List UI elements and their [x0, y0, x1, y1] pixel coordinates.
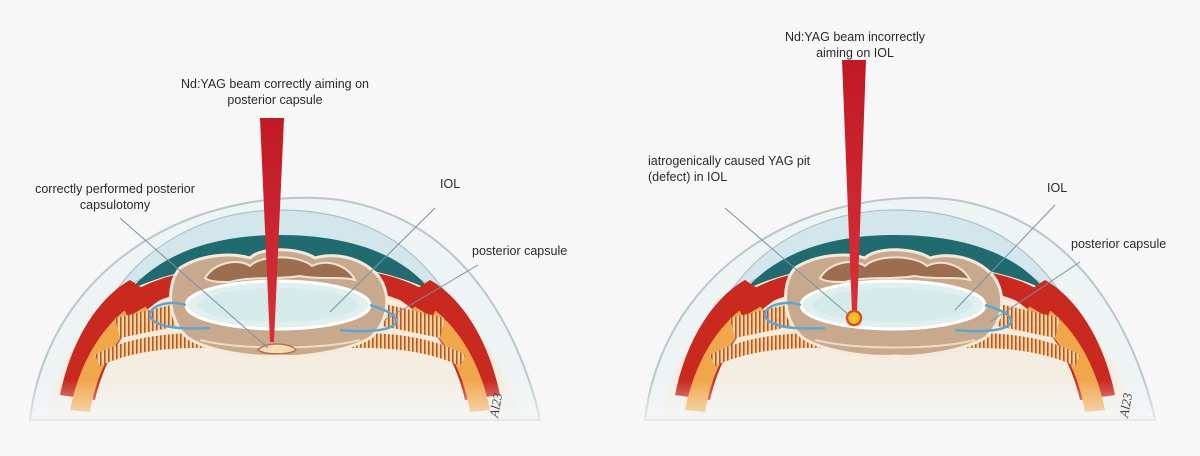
right-result-label: iatrogenically caused YAG pit (defect) i… — [648, 153, 810, 185]
right-capsule-label: posterior capsule — [1071, 237, 1167, 251]
left-iol-label: IOL — [440, 177, 461, 191]
left-beam-label: Nd:YAG beam correctly aiming on posterio… — [170, 76, 380, 108]
right-eye — [613, 60, 1177, 442]
left-beam-label-line1: Nd:YAG beam correctly aiming on — [180, 77, 370, 91]
right-beam-label-line2: aiming on IOL — [816, 46, 894, 60]
leader-capsule-right — [989, 261, 1081, 323]
left-result-label-line1: correctly performed posterior — [35, 182, 195, 196]
signature-right: Al23 — [1116, 391, 1135, 419]
right-iol-label: IOL — [1047, 181, 1068, 195]
left-capsule-label: posterior capsule — [472, 244, 568, 258]
left-result-label-line2: capsulotomy — [79, 198, 151, 212]
signature-left: Al23 — [486, 391, 505, 419]
leader-capsulotomy — [119, 217, 269, 349]
leader-capsule-left — [384, 264, 479, 321]
left-result-label: correctly performed posterior capsulotom… — [20, 181, 210, 213]
right-beam-label: Nd:YAG beam incorrectly aiming on IOL — [770, 29, 940, 61]
nd-yag-beam-left — [260, 118, 284, 342]
left-eye — [0, 118, 562, 442]
right-result-label-line1: iatrogenically caused YAG pit — [648, 154, 811, 168]
right-result-label-line2: (defect) in IOL — [648, 170, 728, 184]
leader-iol-right — [954, 204, 1056, 311]
left-beam-label-line2: posterior capsule — [227, 93, 323, 107]
nd-yag-beam-right — [842, 60, 866, 312]
capsulotomy-opening — [257, 343, 297, 355]
right-beam-label-line1: Nd:YAG beam incorrectly — [784, 30, 926, 44]
leader-pit — [724, 207, 851, 317]
leader-iol-left — [329, 207, 436, 313]
yag-pit-defect — [845, 309, 863, 327]
